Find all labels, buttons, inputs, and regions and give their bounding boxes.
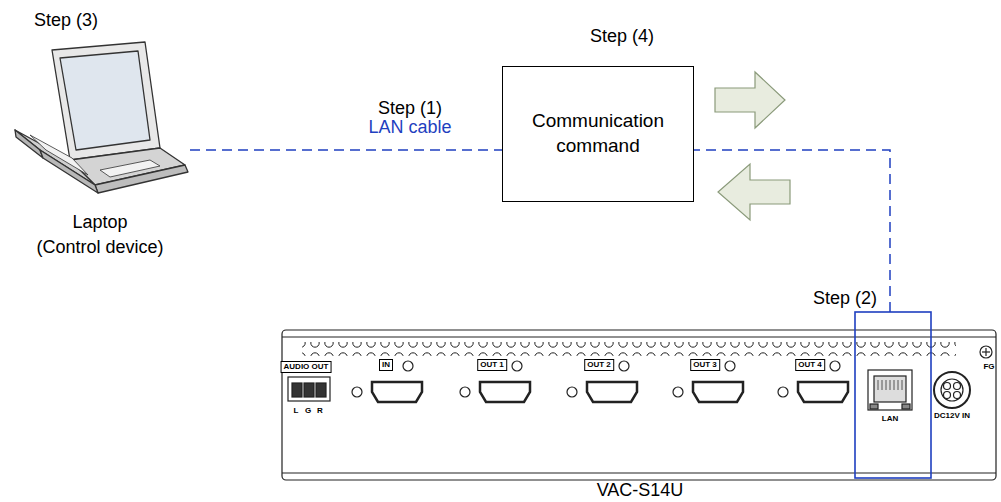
device-label: (Control device) xyxy=(36,237,163,258)
pin-label: R xyxy=(317,406,323,415)
port-tag: AUDIO OUT xyxy=(281,361,332,373)
step-label: Step (3) xyxy=(34,10,98,31)
model-label: VAC-S14U xyxy=(597,480,684,501)
port-tag: OUT 3 xyxy=(690,359,720,371)
step-label: Step (4) xyxy=(590,26,654,47)
pin-label: G xyxy=(305,406,311,415)
port-label: DC12V IN xyxy=(934,411,970,420)
laptop-illustration xyxy=(15,42,188,193)
port-tag: OUT 2 xyxy=(584,359,614,371)
port-tag: OUT 4 xyxy=(795,359,825,371)
receive-arrow xyxy=(718,164,790,220)
step-label: Step (1) xyxy=(378,98,442,119)
send-arrow xyxy=(715,72,785,128)
device-label: Laptop xyxy=(72,212,127,233)
port-label: LAN xyxy=(882,414,898,423)
box-text: Communication command xyxy=(503,103,693,164)
process-box: Communication command xyxy=(502,66,694,202)
port-tag: IN xyxy=(379,359,393,371)
pin-label: L xyxy=(294,406,299,415)
step-label: Step (2) xyxy=(813,288,877,309)
ground-label: FG xyxy=(983,362,994,371)
lan-highlight xyxy=(855,312,931,478)
device-panel xyxy=(282,330,996,480)
cable-label: LAN cable xyxy=(368,117,451,138)
port-tag: OUT 1 xyxy=(477,359,507,371)
